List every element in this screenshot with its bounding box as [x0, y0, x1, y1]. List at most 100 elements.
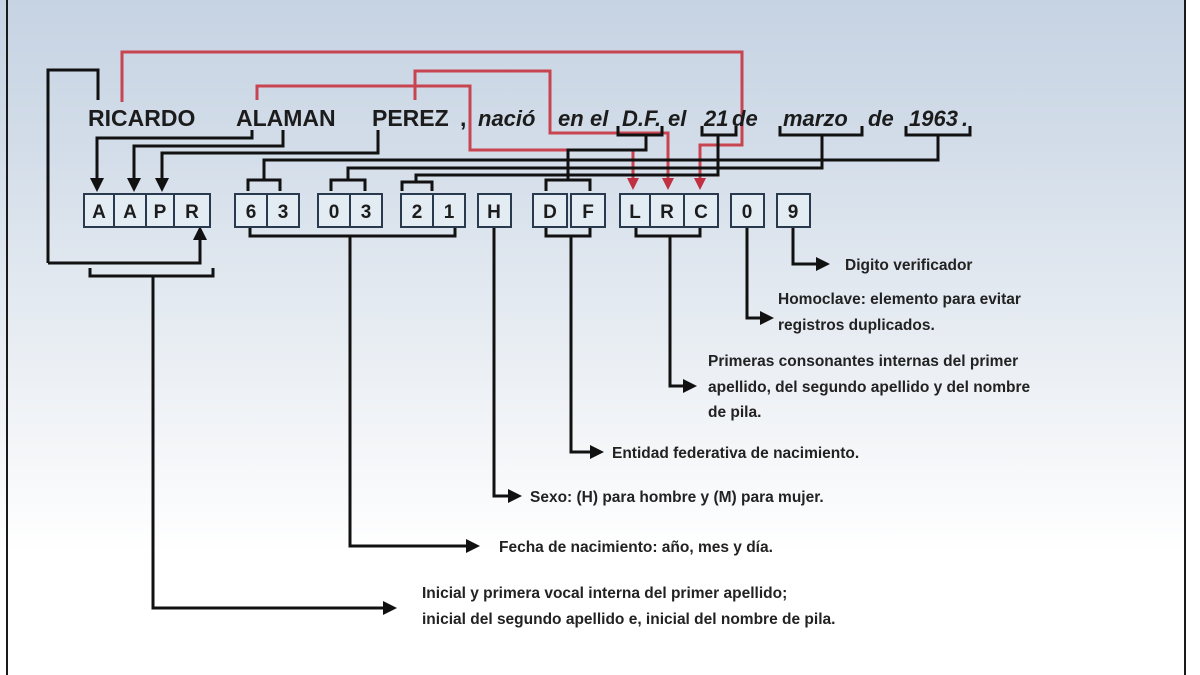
code-box-homoclave	[730, 193, 765, 228]
arrow-right-homoclave-icon	[760, 311, 774, 325]
red-connector-ricardo	[120, 50, 744, 180]
name-word-second-surname: PEREZ	[372, 105, 449, 131]
arrow-right-state-icon	[590, 445, 604, 459]
desc-homoclave-1: Homoclave: elemento para evitar	[778, 291, 1021, 308]
code-char: 3	[361, 202, 372, 223]
sentence-word-month: marzo	[783, 106, 848, 131]
red-arrow-c-icon	[694, 178, 706, 190]
arrow-right-date-icon	[466, 539, 480, 553]
code-char: 3	[278, 202, 289, 223]
bracket-bottom-date	[248, 228, 457, 238]
connector-to-r-box	[48, 236, 202, 265]
desc-sex: Sexo: (H) para hombre y (M) para mujer.	[530, 489, 824, 506]
code-char: 0	[742, 202, 753, 223]
arrow-right-sex-icon	[508, 489, 522, 503]
name-word-given: RICARDO	[88, 105, 195, 131]
code-box-initial-3	[145, 193, 175, 228]
leader-date	[348, 236, 468, 548]
leader-initials	[151, 276, 385, 610]
desc-state: Entidad federativa de nacimiento.	[612, 445, 859, 462]
connector-df	[566, 135, 648, 180]
code-char: P	[154, 202, 167, 223]
code-char: 6	[246, 202, 257, 223]
red-arrow-r-icon	[662, 178, 674, 190]
code-char: R	[185, 202, 199, 223]
code-box-month-1	[317, 193, 351, 228]
code-char: 9	[788, 202, 799, 223]
arrow-down-a1-icon	[90, 178, 104, 192]
code-boxes: A A P R 6 3 0 3 2 1 H D F	[83, 193, 811, 228]
bracket-top-day	[400, 180, 434, 191]
code-box-state-2	[570, 193, 606, 228]
leader-consonants	[668, 236, 685, 388]
sentence-word-year: 1963	[909, 106, 958, 131]
connector-ricardo-to-r	[46, 68, 100, 263]
arrow-up-r-icon	[193, 226, 207, 240]
code-box-consonant-3	[683, 193, 719, 228]
bracket-top-year	[246, 178, 282, 191]
code-char: C	[694, 202, 708, 223]
name-word-first-surname: ALAMAN	[236, 105, 336, 131]
desc-initials-2: inicial del segundo apellido e, inicial …	[422, 611, 835, 628]
arrow-right-consonants-icon	[683, 379, 697, 393]
sentence-comma: ,	[460, 105, 466, 131]
frame-border-right	[1184, 0, 1186, 675]
code-char: L	[629, 202, 641, 223]
sentence-word-el: el	[590, 106, 609, 131]
connector-alaman-a2	[132, 130, 285, 180]
desc-consonants-2: apellido, del segundo apellido y del nom…	[708, 379, 1030, 396]
bracket-top-df	[544, 178, 592, 191]
description-connectors	[88, 228, 830, 615]
sentence-word-en: en	[558, 106, 584, 131]
code-box-initial-2	[113, 193, 147, 228]
code-char: A	[123, 202, 137, 223]
red-connector-alaman	[255, 84, 635, 180]
descriptions: Digito verificador Homoclave: elemento p…	[422, 257, 1030, 628]
leader-check-digit	[791, 228, 818, 266]
arrow-right-check-digit-icon	[816, 257, 830, 271]
bracket-bottom-consonants	[634, 228, 702, 238]
sentence-word-day: 21	[703, 106, 728, 131]
leader-homoclave	[745, 228, 762, 320]
connector-month	[346, 135, 824, 180]
leader-sex	[492, 228, 510, 498]
sentence-word-nacio: nació	[478, 106, 535, 131]
code-char: R	[660, 202, 674, 223]
bracket-top-month	[329, 178, 367, 191]
code-box-check-digit	[776, 193, 811, 228]
black-date-connectors	[246, 135, 940, 191]
sentence-word-de-2: de	[868, 106, 894, 131]
source-sentence: RICARDO ALAMAN PEREZ , nació en el D.F. …	[88, 105, 968, 131]
arrow-down-p-icon	[155, 178, 169, 192]
code-char: 1	[444, 202, 455, 223]
connector-year	[262, 135, 940, 180]
right-margin	[1186, 0, 1200, 675]
desc-consonants-1: Primeras consonantes internas del primer	[708, 353, 1018, 370]
red-arrow-l-icon	[627, 178, 639, 190]
code-char: 2	[412, 202, 423, 223]
red-connectors	[120, 50, 744, 190]
sentence-period: .	[962, 106, 968, 131]
bracket-bottom-initials	[88, 268, 215, 278]
arrow-down-a2-icon	[127, 178, 141, 192]
sentence-word-el-2: el	[668, 106, 687, 131]
desc-consonants-3: de pila.	[708, 404, 761, 421]
code-box-year-1	[234, 193, 268, 228]
black-name-connectors	[46, 68, 380, 265]
red-connector-perez	[413, 69, 670, 180]
connector-perez-p	[160, 130, 380, 180]
code-char: H	[487, 202, 501, 223]
code-char: A	[92, 202, 106, 223]
arrow-right-initials-icon	[383, 601, 397, 615]
sentence-word-df: D.F.	[622, 106, 661, 131]
code-box-sex	[477, 193, 512, 228]
desc-initials-1: Inicial y primera vocal interna del prim…	[422, 585, 787, 602]
code-char: D	[543, 202, 557, 223]
code-box-day-2	[432, 193, 466, 228]
code-char: F	[582, 202, 594, 223]
code-box-initial-4	[173, 193, 211, 228]
code-box-month-2	[349, 193, 383, 228]
desc-birth-date: Fecha de nacimiento: año, mes y día.	[499, 539, 773, 556]
desc-homoclave-2: registros duplicados.	[778, 317, 935, 334]
